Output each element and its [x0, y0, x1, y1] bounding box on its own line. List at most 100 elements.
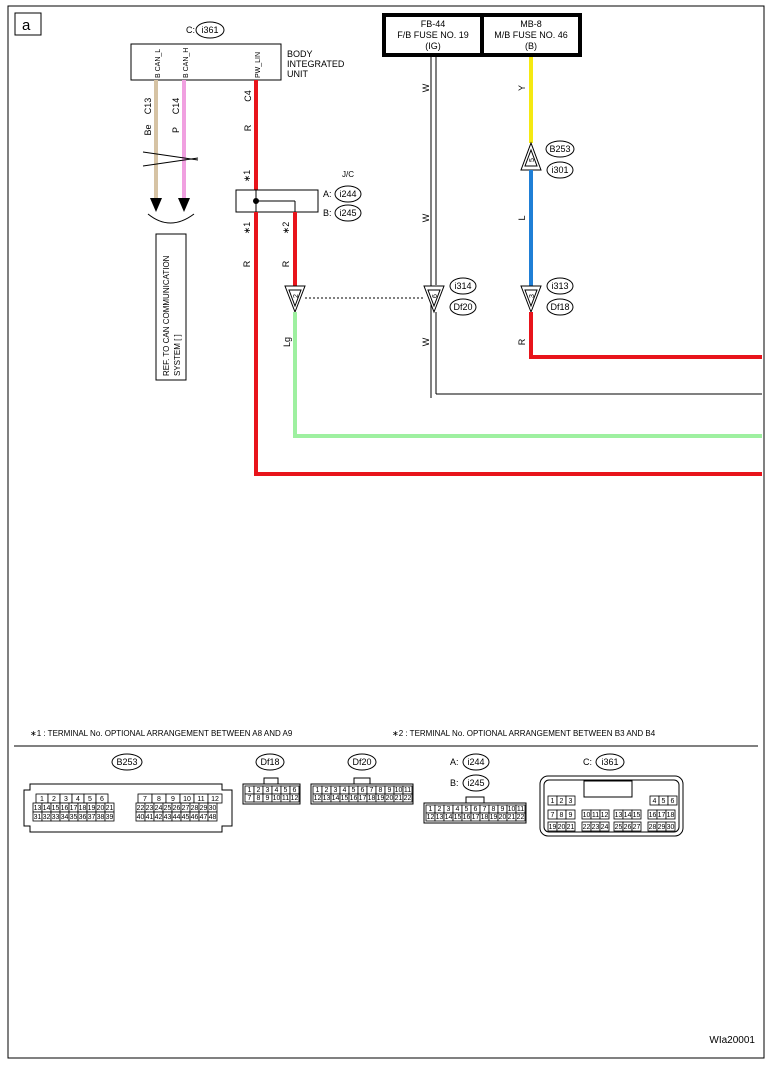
pin-number: 12 — [211, 796, 219, 803]
body-unit-conn-oval — [195, 21, 225, 39]
pin-number: 1 — [248, 787, 252, 794]
pin-number: 20 — [558, 824, 566, 831]
pin-number: 15 — [633, 812, 641, 819]
pin-number: 1 — [40, 796, 44, 803]
pin-number: 7 — [483, 806, 487, 813]
pin-number: 6 — [671, 798, 675, 805]
pin-number: 5 — [352, 787, 356, 794]
pin-number: 27 — [633, 824, 641, 831]
note-2: ∗2 : TERMINAL No. OPTIONAL ARRANGEMENT B… — [392, 729, 656, 738]
color-r-b2: R — [281, 260, 291, 267]
pin-number: 13 — [34, 805, 42, 812]
pin-number: 7 — [143, 796, 147, 803]
pin-number: 3 — [569, 798, 573, 805]
pin-name-can-l: B CAN_L — [155, 49, 162, 78]
body-unit-box — [130, 43, 282, 81]
color-be: Be — [143, 124, 153, 135]
twisted-pair-symbol — [142, 151, 199, 167]
pin-number: 30 — [209, 805, 217, 812]
conn-v-i314-inner — [427, 289, 441, 308]
arrow-can-h — [178, 198, 190, 212]
pin-number: 25 — [615, 824, 623, 831]
pin-number: 2 — [325, 787, 329, 794]
pin-i313: 3 — [529, 294, 536, 298]
pin-number: 42 — [155, 814, 163, 821]
pin-number: 16 — [463, 814, 471, 821]
jc-a-prefix: A: — [323, 189, 332, 199]
pin-name-can-h: B CAN_H — [183, 48, 190, 78]
jc-a-oval — [334, 185, 362, 203]
pin-cell — [565, 809, 576, 820]
conn-df18-label: Df18 — [550, 302, 569, 312]
pin-number: 5 — [465, 806, 469, 813]
jc-b-oval — [334, 204, 362, 222]
pin-number: 24 — [601, 824, 609, 831]
pin-number: 14 — [445, 814, 453, 821]
page-label: a — [22, 17, 31, 34]
pin-number: 15 — [341, 795, 349, 802]
conn-i313-oval — [546, 277, 574, 295]
pin-cell — [599, 809, 610, 820]
pin-number: 21 — [395, 795, 403, 802]
pin-number: 34 — [61, 814, 69, 821]
face-i361-label: i361 — [601, 757, 618, 767]
ref-can-box — [155, 233, 187, 381]
conn-i314-oval — [449, 277, 477, 295]
pin-number: 8 — [257, 795, 261, 802]
pin-number: 26 — [624, 824, 632, 831]
body-unit-conn-label: i361 — [201, 25, 218, 35]
pin-number: 12 — [314, 795, 322, 802]
pin-number: 36 — [79, 814, 87, 821]
doc-id: WIa20001 — [709, 1035, 755, 1046]
pin-cell — [599, 821, 610, 832]
pin-number: 13 — [615, 812, 623, 819]
pin-number: 21 — [106, 805, 114, 812]
pin-number: 14 — [43, 805, 51, 812]
pin-number: 8 — [492, 806, 496, 813]
pin-number: 15 — [454, 814, 462, 821]
face-i244-oval — [462, 753, 490, 771]
face-i361-inner-frame — [543, 779, 680, 833]
face-i244-prefix: A: — [450, 757, 459, 767]
pin-number: 19 — [377, 795, 385, 802]
pin-number: 9 — [266, 795, 270, 802]
pin-number: 11 — [282, 795, 289, 802]
note-1: ∗1 : TERMINAL No. OPTIONAL ARRANGEMENT B… — [30, 729, 293, 738]
pin-number: 41 — [146, 814, 154, 821]
pin-number: 4 — [343, 787, 347, 794]
pin-number: 10 — [508, 806, 516, 813]
face-b253-label: B253 — [116, 757, 137, 767]
pin-number: 19 — [490, 814, 498, 821]
pin-number: 33 — [52, 814, 60, 821]
pin-number: 10 — [273, 795, 281, 802]
body-unit-label-2: INTEGRATED — [287, 59, 345, 69]
star-1-bottom: ∗1 — [242, 222, 252, 235]
pin-number: 11 — [517, 806, 524, 813]
pin-number: 21 — [508, 814, 516, 821]
fuse-1-name: F/B FUSE NO. 19 — [397, 30, 469, 40]
pin-number: 17 — [658, 812, 666, 819]
pin-number: 12 — [601, 812, 609, 819]
pin-number: 48 — [209, 814, 217, 821]
pin-number: 17 — [472, 814, 480, 821]
pin-number: 22 — [137, 805, 145, 812]
pin-number: 7 — [551, 812, 555, 819]
face-i361-prefix: C: — [583, 757, 592, 767]
pin-number: 4 — [275, 787, 279, 794]
pin-number: 4 — [653, 798, 657, 805]
pin-cell — [402, 793, 413, 803]
pin-cell — [631, 809, 642, 820]
pin-i314: 6 — [432, 294, 439, 298]
pin-number: 6 — [474, 806, 478, 813]
pin-number: 47 — [200, 814, 208, 821]
pin-number: 16 — [61, 805, 69, 812]
pin-number: 9 — [569, 812, 573, 819]
pin-number: 21 — [567, 824, 575, 831]
body-unit-label-3: UNIT — [287, 69, 308, 79]
body-unit-conn-prefix: C: — [186, 25, 195, 35]
star-1-top: ∗1 — [242, 170, 252, 183]
